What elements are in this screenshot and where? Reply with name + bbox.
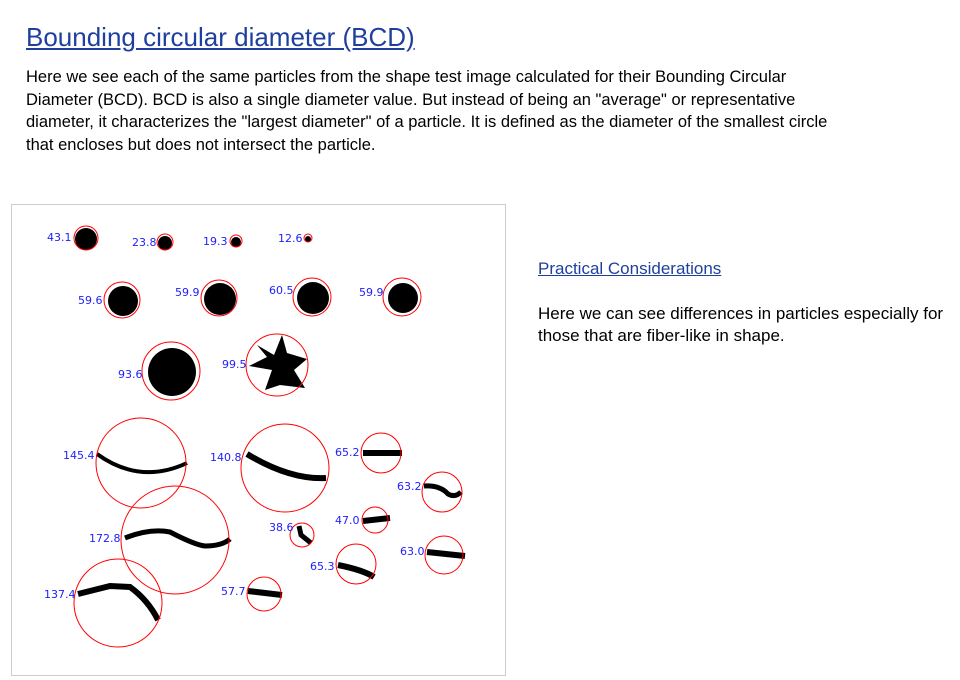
bcd-value-label: 93.6 <box>118 368 143 381</box>
bounding-circle <box>141 341 201 401</box>
bcd-value-label: 172.8 <box>89 532 121 545</box>
fiber-particle <box>247 588 283 598</box>
bcd-value-label: 99.5 <box>222 358 247 371</box>
bcd-value-label: 43.1 <box>47 231 72 244</box>
bcd-value-label: 63.2 <box>397 480 422 493</box>
practical-considerations-text: Here we can see differences in particles… <box>538 304 944 345</box>
bounding-circle <box>292 277 332 317</box>
bounding-circle <box>424 535 464 575</box>
bcd-particle-figure: 43.1 23.8 19.3 12.6 59.6 59.9 60.5 59.9 93.6 99.5… <box>11 204 506 676</box>
bounding-circle <box>200 279 238 317</box>
bcd-value-label: 57.7 <box>221 585 246 598</box>
bcd-value-label: 137.4 <box>44 588 76 601</box>
particle-blob <box>148 348 196 396</box>
intro-paragraph: Here we see each of the same particles f… <box>26 68 828 154</box>
fiber-particle <box>423 483 463 499</box>
fiber-particle <box>77 582 161 622</box>
particle-blob <box>75 228 97 250</box>
bounding-circle <box>246 576 282 612</box>
bounding-circle <box>95 417 187 509</box>
bounding-circle <box>73 225 99 251</box>
bcd-value-label: 23.8 <box>132 236 157 249</box>
bcd-value-label: 38.6 <box>269 521 294 534</box>
bounding-circle <box>361 506 389 534</box>
bounding-circle <box>245 333 309 397</box>
bounding-circle <box>120 485 230 595</box>
fiber-particle <box>245 451 327 482</box>
bcd-value-label: 140.8 <box>210 451 242 464</box>
particle-blob <box>231 237 241 247</box>
fiber-particle <box>296 525 313 545</box>
bounding-circle <box>382 277 422 317</box>
bounding-circle <box>229 234 243 248</box>
page-title[interactable]: Bounding circular diameter (BCD) <box>26 22 415 52</box>
bcd-value-label: 59.9 <box>359 286 384 299</box>
bcd-value-label: 12.6 <box>278 232 303 245</box>
fiber-particle <box>337 562 376 580</box>
bcd-value-label: 59.6 <box>78 294 103 307</box>
bcd-value-label: 60.5 <box>269 284 294 297</box>
particle-blob <box>388 283 418 313</box>
particle-blob <box>158 236 172 250</box>
bcd-value-label: 59.9 <box>175 286 200 299</box>
particle-blob <box>297 282 329 314</box>
particle-blob <box>108 286 138 316</box>
bounding-circle <box>240 423 330 513</box>
bcd-value-label: 65.2 <box>335 446 360 459</box>
particle-blob <box>204 283 236 315</box>
bounding-circle <box>335 543 377 585</box>
bounding-circle <box>289 522 315 548</box>
particle-blob <box>305 236 311 242</box>
bcd-value-label: 145.4 <box>63 449 95 462</box>
bcd-value-label: 65.3 <box>310 560 335 573</box>
fiber-particle <box>124 528 232 549</box>
fiber-particle <box>426 549 466 559</box>
bounding-circle <box>103 281 141 319</box>
bounding-circle <box>156 233 174 251</box>
bcd-value-label: 47.0 <box>335 514 360 527</box>
fiber-particle <box>362 515 391 524</box>
bcd-value-label: 63.0 <box>400 545 425 558</box>
bounding-circle <box>360 432 402 474</box>
practical-considerations-link[interactable]: Practical Considerations <box>538 259 722 278</box>
bcd-value-label: 19.3 <box>203 235 228 248</box>
fiber-particle <box>95 452 188 475</box>
bounding-circle <box>421 471 463 513</box>
bounding-circle <box>73 558 163 648</box>
particle-blob <box>249 335 307 390</box>
bounding-circle <box>303 233 313 243</box>
